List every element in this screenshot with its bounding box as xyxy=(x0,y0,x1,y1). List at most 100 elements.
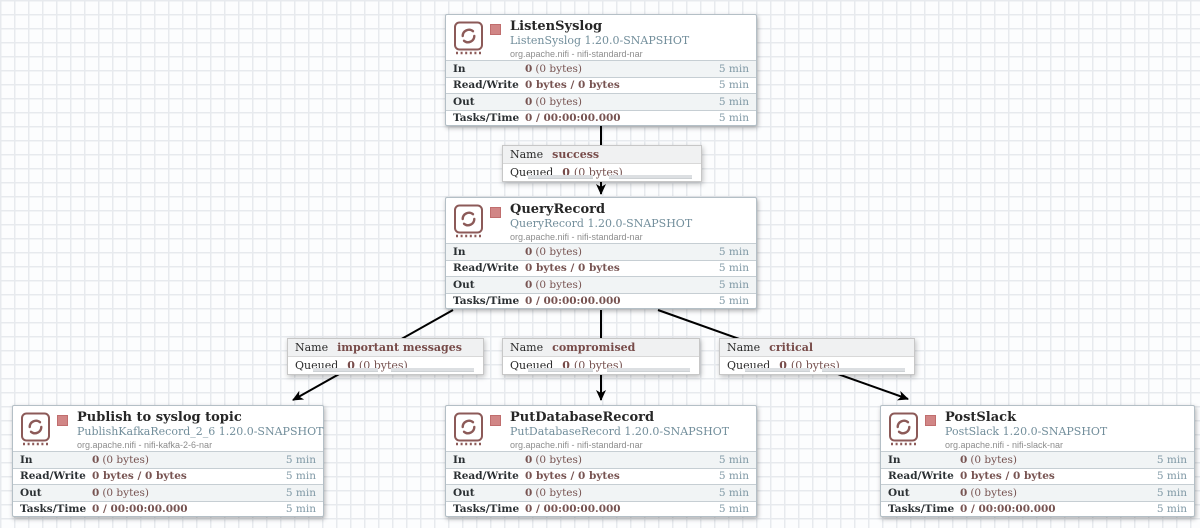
processor-stamp-icon xyxy=(454,204,483,238)
processor-header: ListenSyslog ListenSyslog 1.20.0-SNAPSHO… xyxy=(446,15,756,60)
processor-stats: In 0(0 bytes) 5 min Read/Write 0 bytes /… xyxy=(446,451,756,516)
stat-row-in: In 0(0 bytes) 5 min xyxy=(446,451,756,468)
stat-value-rest: (0 bytes) xyxy=(535,453,582,466)
stat-label: Tasks/Time xyxy=(453,295,520,308)
stat-window: 5 min xyxy=(1156,503,1187,516)
processor-titles: PutDatabaseRecord PutDatabaseRecord 1.20… xyxy=(510,410,729,451)
stat-window: 5 min xyxy=(285,486,316,499)
connection-queued-row: Queued 0 (0 bytes) xyxy=(288,357,483,374)
stopped-state-icon xyxy=(490,207,501,218)
stat-value: 0 bytes / 0 bytes xyxy=(525,262,719,274)
stat-label: Tasks/Time xyxy=(453,503,520,516)
connection-name-row: Name important messages xyxy=(288,339,483,357)
stat-label: Out xyxy=(453,95,475,108)
processor-queryrecord[interactable]: QueryRecord QueryRecord 1.20.0-SNAPSHOT … xyxy=(445,197,757,309)
processor-name: Publish to syslog topic xyxy=(77,410,242,425)
processor-putdatabaserecord[interactable]: PutDatabaseRecord PutDatabaseRecord 1.20… xyxy=(445,405,757,517)
stat-window: 5 min xyxy=(718,79,749,92)
processor-header: QueryRecord QueryRecord 1.20.0-SNAPSHOT … xyxy=(446,198,756,243)
stat-row-in: In 0(0 bytes) 5 min xyxy=(446,243,756,260)
connection-label-success[interactable]: Name success Queued 0 (0 bytes) xyxy=(502,145,702,182)
stat-value-number: 0 xyxy=(525,453,533,466)
stopped-state-icon xyxy=(925,415,936,426)
stopped-state-icon xyxy=(490,24,501,35)
stat-label: In xyxy=(453,62,466,75)
backpressure-object-bar xyxy=(528,368,593,372)
processor-listensyslog[interactable]: ListenSyslog ListenSyslog 1.20.0-SNAPSHO… xyxy=(445,14,757,126)
connection-name-key: Name xyxy=(510,148,544,161)
stat-value-number: 0 xyxy=(92,486,100,499)
stat-label: Tasks/Time xyxy=(453,112,520,125)
stat-value-number: 0 / 00:00:00.000 xyxy=(525,295,621,308)
processor-bundle: org.apache.nifi - nifi-standard-nar xyxy=(510,440,643,450)
stat-window: 5 min xyxy=(1156,486,1187,499)
processor-publish-to-syslog-topic[interactable]: Publish to syslog topic PublishKafkaReco… xyxy=(12,405,324,517)
stat-label: Read/Write xyxy=(453,470,519,483)
backpressure-size-bar xyxy=(609,175,692,179)
stat-value-number: 0 xyxy=(525,278,533,291)
stopped-state-icon xyxy=(490,415,501,426)
stat-value-number: 0 bytes / 0 bytes xyxy=(525,470,620,483)
stat-value-number: 0 xyxy=(960,486,968,499)
connection-label-critical[interactable]: Name critical Queued 0 (0 bytes) xyxy=(719,338,915,375)
stat-value-rest: (0 bytes) xyxy=(970,453,1017,466)
processor-name: QueryRecord xyxy=(510,202,606,217)
processor-postslack[interactable]: PostSlack PostSlack 1.20.0-SNAPSHOT org.… xyxy=(880,405,1195,517)
connection-label-compromised[interactable]: Name compromised Queued 0 (0 bytes) xyxy=(502,338,700,375)
connection-name-value: important messages xyxy=(337,341,462,354)
stat-row-readwrite: Read/Write 0 bytes / 0 bytes 5 min xyxy=(881,467,1194,485)
backpressure-object-bar xyxy=(528,175,593,179)
stat-label: In xyxy=(453,453,466,466)
stat-value-rest: (0 bytes) xyxy=(535,62,582,75)
connection-label-important-messages[interactable]: Name important messages Queued 0 (0 byte… xyxy=(287,338,484,375)
processor-bundle: org.apache.nifi - nifi-standard-nar xyxy=(510,49,643,59)
stat-window: 5 min xyxy=(718,278,749,291)
connection-name-value: success xyxy=(552,148,600,161)
processor-bundle: org.apache.nifi - nifi-standard-nar xyxy=(510,232,643,242)
stat-window: 5 min xyxy=(285,503,316,516)
stat-window: 5 min xyxy=(1156,470,1187,483)
stat-label: Tasks/Time xyxy=(888,503,955,516)
stat-value-rest: (0 bytes) xyxy=(102,486,149,499)
connection-name-key: Name xyxy=(295,341,329,354)
stat-value: 0 bytes / 0 bytes xyxy=(960,470,1157,482)
stat-window: 5 min xyxy=(718,262,749,275)
connection-name-value: compromised xyxy=(552,341,636,354)
stat-row-readwrite: Read/Write 0 bytes / 0 bytes 5 min xyxy=(13,467,323,485)
processor-header: Publish to syslog topic PublishKafkaReco… xyxy=(13,406,323,451)
stat-window: 5 min xyxy=(718,62,749,75)
stat-value: 0(0 bytes) xyxy=(92,487,286,499)
processor-type: QueryRecord 1.20.0-SNAPSHOT xyxy=(510,217,693,230)
processor-stamp-icon xyxy=(21,412,50,446)
processor-stats: In 0(0 bytes) 5 min Read/Write 0 bytes /… xyxy=(446,243,756,308)
stat-label: Out xyxy=(20,486,42,499)
stat-row-tasks: Tasks/Time 0 / 00:00:00.000 5 min xyxy=(446,292,756,310)
stat-value: 0(0 bytes) xyxy=(525,454,719,466)
backpressure-size-bar xyxy=(391,368,474,372)
stopped-state-icon xyxy=(57,415,68,426)
processor-header: PostSlack PostSlack 1.20.0-SNAPSHOT org.… xyxy=(881,406,1194,451)
processor-bundle: org.apache.nifi - nifi-kafka-2-6-nar xyxy=(77,440,213,450)
stat-row-tasks: Tasks/Time 0 / 00:00:00.000 5 min xyxy=(446,500,756,518)
stat-row-in: In 0(0 bytes) 5 min xyxy=(446,60,756,77)
stat-value: 0 / 00:00:00.000 xyxy=(960,503,1157,515)
stat-label: Read/Write xyxy=(453,262,519,275)
connection-queued-row: Queued 0 (0 bytes) xyxy=(720,357,914,374)
stat-window: 5 min xyxy=(718,486,749,499)
connection-name-row: Name success xyxy=(503,146,701,164)
stat-value: 0(0 bytes) xyxy=(92,454,286,466)
stat-value: 0(0 bytes) xyxy=(525,96,719,108)
stat-value-rest: (0 bytes) xyxy=(535,278,582,291)
connection-name-row: Name critical xyxy=(720,339,914,357)
processor-stats: In 0(0 bytes) 5 min Read/Write 0 bytes /… xyxy=(13,451,323,516)
processor-type: PutDatabaseRecord 1.20.0-SNAPSHOT xyxy=(510,425,730,438)
processor-name: PostSlack xyxy=(945,410,1017,425)
connection-queued-row: Queued 0 (0 bytes) xyxy=(503,357,699,374)
stat-label: Read/Write xyxy=(453,79,519,92)
stat-value-number: 0 xyxy=(525,62,533,75)
stat-window: 5 min xyxy=(718,453,749,466)
stat-row-tasks: Tasks/Time 0 / 00:00:00.000 5 min xyxy=(13,500,323,518)
stat-value: 0(0 bytes) xyxy=(960,454,1157,466)
stat-value-number: 0 / 00:00:00.000 xyxy=(525,112,621,125)
